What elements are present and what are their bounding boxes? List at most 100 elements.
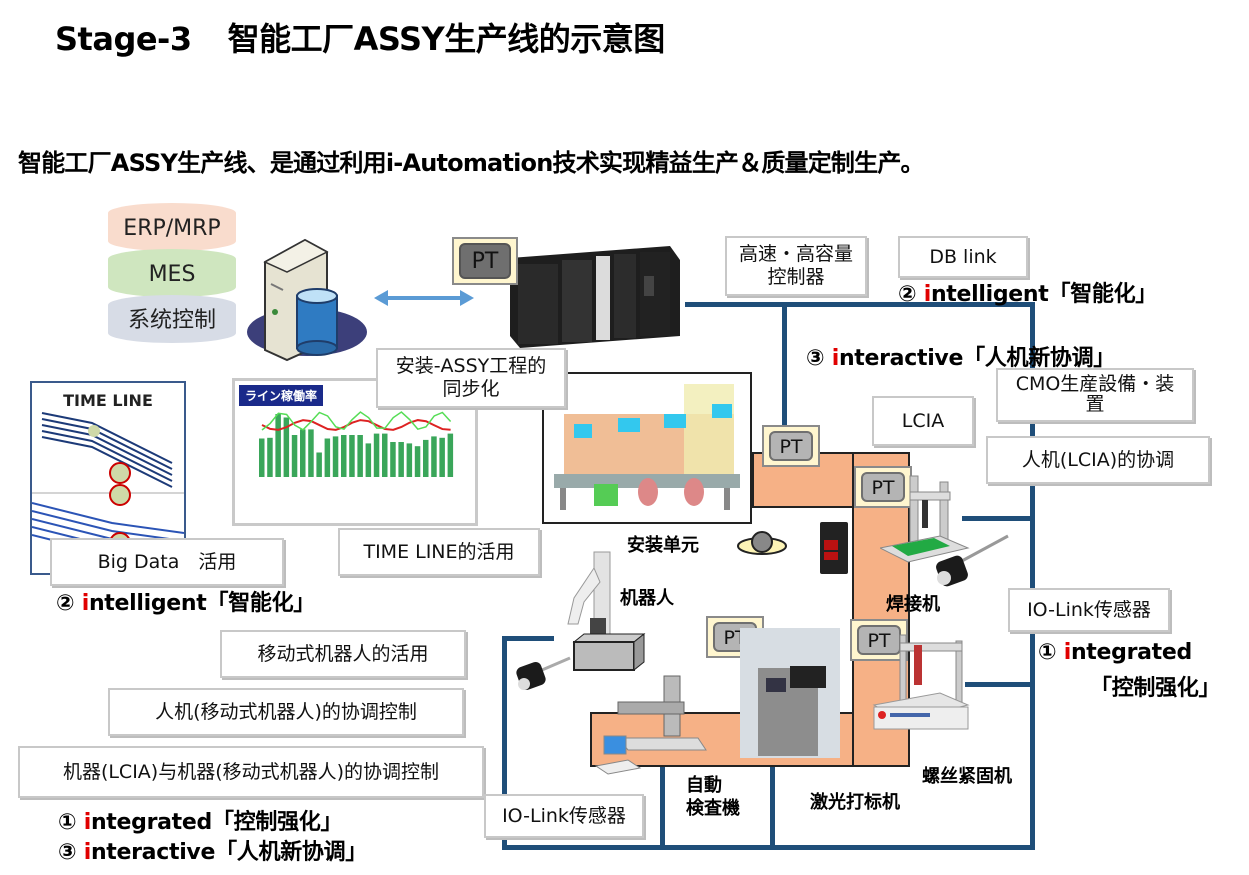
chart-bar <box>398 442 404 477</box>
chart-bar <box>332 436 339 477</box>
chart-bar <box>259 438 265 477</box>
stack-layer-mes: MES <box>108 249 236 297</box>
tag-integrated-bottom: ① integrated「控制强化」 <box>58 804 342 836</box>
tag-integrated-right-line2: 「控制强化」 <box>1090 676 1221 701</box>
welder-machine-icon <box>880 475 970 563</box>
assembly-machine-icon <box>554 384 740 510</box>
title-text: 智能工厂ASSY生产线的示意图 <box>227 20 666 58</box>
tag-text: ntegrated「控制强化」 <box>90 810 343 835</box>
photoelectric-sensor-icon <box>820 522 848 574</box>
tag-text: nteractive「人机新协调」 <box>90 840 367 865</box>
callout-io-link-bottom: IO-Link传感器 <box>484 794 644 838</box>
callout-lcia: LCIA <box>872 396 974 446</box>
io-link-sensor-icon <box>936 534 1009 587</box>
tag-integrated-right: ① integrated <box>1038 640 1192 665</box>
callout-human-lcia: 人机(LCIA)的协调 <box>986 436 1210 484</box>
pt-label: PT <box>769 431 813 461</box>
subtitle: 智能工厂ASSY生产线、是通过利用i-Automation技术实现精益生产＆质量… <box>18 149 925 177</box>
network-bus-drop-2 <box>660 765 665 850</box>
label-welder: 焊接机 <box>886 594 940 615</box>
chart-bar <box>316 452 322 477</box>
chart-bar <box>349 435 355 477</box>
tag-i: i <box>923 282 932 307</box>
callout-big-data: Big Data 活用 <box>50 538 284 586</box>
pt-panel-assembly[interactable]: PT <box>762 425 820 467</box>
callout-cmo: CMO生産設備・装 置 <box>996 368 1194 422</box>
pt-panel-controller[interactable]: PT <box>452 237 518 285</box>
tag-i: i <box>81 591 90 616</box>
timeline-title: TIME LINE <box>63 391 153 410</box>
timeline-graph <box>32 412 184 566</box>
chart-bar <box>390 442 396 477</box>
tag-i: i <box>83 840 92 865</box>
line-rate-title: ライン稼働率 <box>239 385 324 406</box>
chart-bar <box>267 437 273 477</box>
callout-io-link-right: IO-Link传感器 <box>1008 588 1170 632</box>
screw-fastener-icon <box>872 634 970 730</box>
line-rate-chart <box>259 411 454 477</box>
tag-number: ③ <box>58 840 77 865</box>
network-bus-drop-1 <box>782 302 787 432</box>
tag-i: i <box>831 346 840 371</box>
chart-bar <box>423 439 429 477</box>
callout-timeline-use: TIME LINE的活用 <box>338 528 540 576</box>
chart-bar <box>300 429 306 477</box>
label-screw-fastener: 螺丝紧固机 <box>922 766 1012 787</box>
chart-bar <box>341 435 347 477</box>
tag-intelligent-top: ② intelligent「智能化」 <box>898 276 1157 308</box>
chart-bar <box>291 435 298 477</box>
bidirectional-arrow-icon <box>374 290 474 306</box>
server-database-icon <box>247 238 367 362</box>
chart-bar <box>439 437 445 477</box>
tag-interactive-bottom: ③ interactive「人机新协调」 <box>58 834 367 866</box>
pt-label: PT <box>459 243 511 279</box>
stack-layer-erp: ERP/MRP <box>108 203 236 251</box>
stage-label: Stage-3 <box>55 20 192 58</box>
pt-label: PT <box>857 625 901 655</box>
stack-layer-system-control: 系统控制 <box>108 295 236 343</box>
label-laser-marker: 激光打标机 <box>810 792 900 813</box>
chart-bar <box>373 433 380 477</box>
chart-bar <box>365 443 372 477</box>
network-bus-bottom <box>502 845 1035 850</box>
callout-human-mobile: 人机(移动式机器人)的协调控制 <box>108 688 464 736</box>
label-auto-inspection: 自動 検査機 <box>686 775 740 820</box>
label-robot: 机器人 <box>620 588 674 609</box>
tag-number: ① <box>1038 640 1057 665</box>
robot-arm-icon <box>567 551 646 672</box>
network-bus-left <box>502 636 507 850</box>
callout-mobile-robot: 移动式机器人的活用 <box>220 630 466 678</box>
chart-bar <box>382 433 388 477</box>
tag-text: ntelligent「智能化」 <box>930 282 1158 307</box>
pt-panel-welder[interactable]: PT <box>854 466 912 508</box>
network-bus-welder <box>962 516 1032 521</box>
chart-bar <box>275 414 281 477</box>
callout-machine-machine: 机器(LCIA)与机器(移动式机器人)的协调控制 <box>18 746 484 798</box>
tag-number: ③ <box>806 346 825 371</box>
chart-bar <box>308 429 314 477</box>
pt-panel-screw[interactable]: PT <box>850 619 908 661</box>
network-bus-top <box>685 302 1035 307</box>
tag-interactive-top: ③ interactive「人机新协调」 <box>806 340 1115 372</box>
system-stack: ERP/MRP MES 系统控制 <box>108 203 236 343</box>
chart-bar <box>324 438 331 477</box>
callout-controller: 高速・高容量 控制器 <box>725 236 867 296</box>
network-bus-drop-3 <box>770 765 775 850</box>
chart-bar <box>357 435 363 477</box>
network-bus-screw <box>965 682 1033 687</box>
laser-marker-photo <box>740 628 840 758</box>
tag-number: ① <box>58 810 77 835</box>
tag-text: ntelligent「智能化」 <box>88 591 316 616</box>
callout-db-link: DB link <box>898 236 1028 278</box>
plc-controller-icon <box>510 246 680 348</box>
chart-bar <box>431 436 437 477</box>
network-bus-right <box>1030 302 1035 850</box>
pt-label: PT <box>861 472 905 502</box>
io-link-sensor-left-icon <box>516 656 571 691</box>
tag-intelligent-left: ② intelligent「智能化」 <box>56 585 315 617</box>
network-bus-left-top <box>502 636 554 641</box>
tag-text: nteractive「人机新协调」 <box>838 346 1115 371</box>
tag-i: i <box>1063 640 1072 665</box>
chart-bar <box>447 433 454 477</box>
tag-number: ② <box>898 282 917 307</box>
